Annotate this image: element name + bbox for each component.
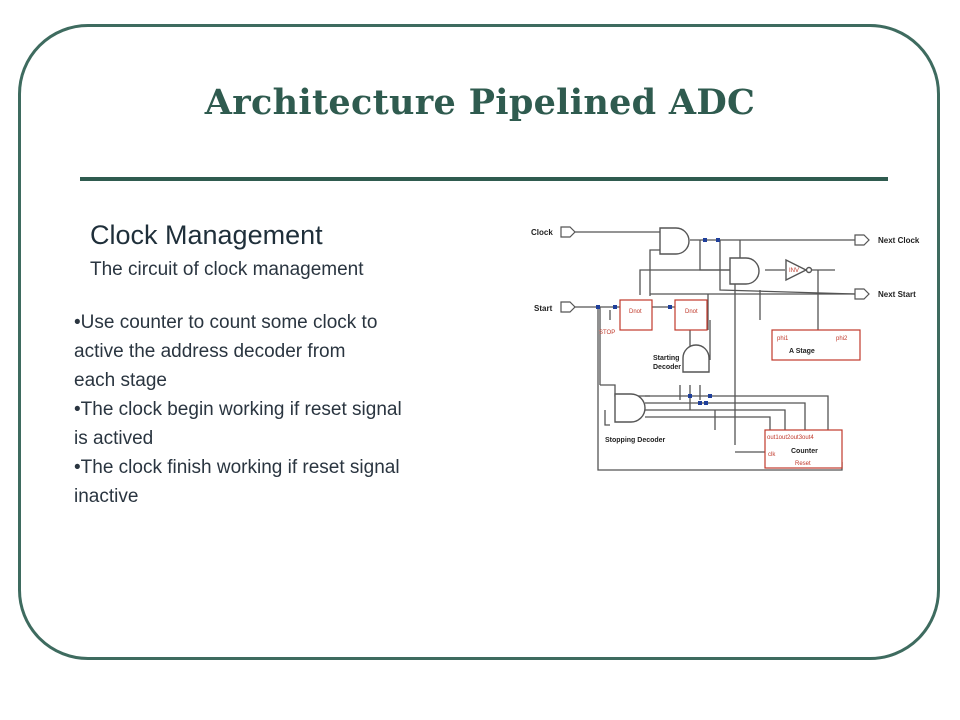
start-input-label: Start (534, 304, 553, 313)
bullet-line: active the address decoder from (74, 341, 346, 362)
next-start-label: Next Start (878, 290, 916, 299)
io-connectors (560, 226, 870, 313)
clock-input-label: Clock (531, 228, 553, 237)
slide-frame (18, 24, 940, 660)
a-stage-block (771, 329, 861, 361)
counter-clk-label: clk (768, 452, 776, 458)
inverter-gate (785, 258, 808, 282)
bullet-line: inactive (74, 486, 139, 507)
and-gate-enable (729, 257, 760, 285)
block-labels: A Stage Counter Starting Decoder Stoppin… (605, 348, 818, 455)
counter-outputs-label: out1out2out3out4 (767, 435, 814, 441)
clock-management-circuit: Clock Start Next Clock Next Start STOP D… (531, 226, 920, 471)
bullet-list: •Use counter to count some clock to acti… (74, 308, 504, 511)
dff-label-1: Dnot (629, 309, 642, 315)
logic-gates (614, 227, 813, 423)
and-gate-starting-decoder (682, 344, 710, 373)
inverter-bubble (805, 266, 813, 274)
stopping-decoder-label: Stopping Decoder (605, 437, 666, 444)
d-flip-flop-2 (674, 299, 708, 331)
circuit-blocks (619, 299, 861, 469)
junction-dot (688, 394, 692, 398)
bullet-line: •Use counter to count some clock to (74, 312, 378, 333)
circuit-wires (575, 231, 856, 471)
junction-dot (708, 394, 712, 398)
title-divider (80, 177, 888, 181)
junction-dot (703, 238, 707, 242)
a-stage-label: A Stage (789, 348, 815, 355)
bullet-line: is actived (74, 428, 154, 449)
junction-dot (596, 305, 600, 309)
next-start-output-arrow (854, 288, 870, 300)
starting-decoder-label-2: Decoder (653, 364, 681, 371)
and-gate-stopping-decoder (614, 393, 646, 423)
circuit-labels: Clock Start Next Clock Next Start (531, 228, 920, 313)
slide-title: Architecture Pipelined ADC (204, 82, 756, 123)
junction-dot (668, 305, 672, 309)
stop-label: STOP (599, 330, 615, 336)
phi2-label: phi2 (836, 336, 848, 342)
and-gate-clock (659, 227, 690, 255)
d-flip-flop-1 (619, 299, 653, 331)
next-clock-label: Next Clock (878, 236, 920, 245)
junction-dot (613, 305, 617, 309)
counter-label: Counter (791, 448, 818, 455)
junction-dot (698, 401, 702, 405)
junction-dot (704, 401, 708, 405)
phi1-label: phi1 (777, 336, 789, 342)
bullet-line: •The clock begin working if reset signal (74, 399, 402, 420)
bullet-line: each stage (74, 370, 167, 391)
start-input-arrow (560, 301, 576, 313)
clock-input-arrow (560, 226, 576, 238)
inverter-label: INV (789, 268, 799, 274)
section-heading: Clock Management (90, 220, 323, 250)
bullet-line: •The clock finish working if reset signa… (74, 457, 400, 478)
starting-decoder-label-1: Starting (653, 355, 679, 362)
dff-label-2: Dnot (685, 309, 698, 315)
section-subheading: The circuit of clock management (90, 259, 364, 280)
wire-junctions (596, 238, 720, 405)
component-labels: STOP Dnot Dnot INV phi1 phi2 out1out2out… (599, 268, 848, 467)
junction-dot (716, 238, 720, 242)
counter-block (764, 429, 843, 469)
counter-reset-label: Reset (795, 461, 811, 467)
next-clock-output-arrow (854, 234, 870, 246)
